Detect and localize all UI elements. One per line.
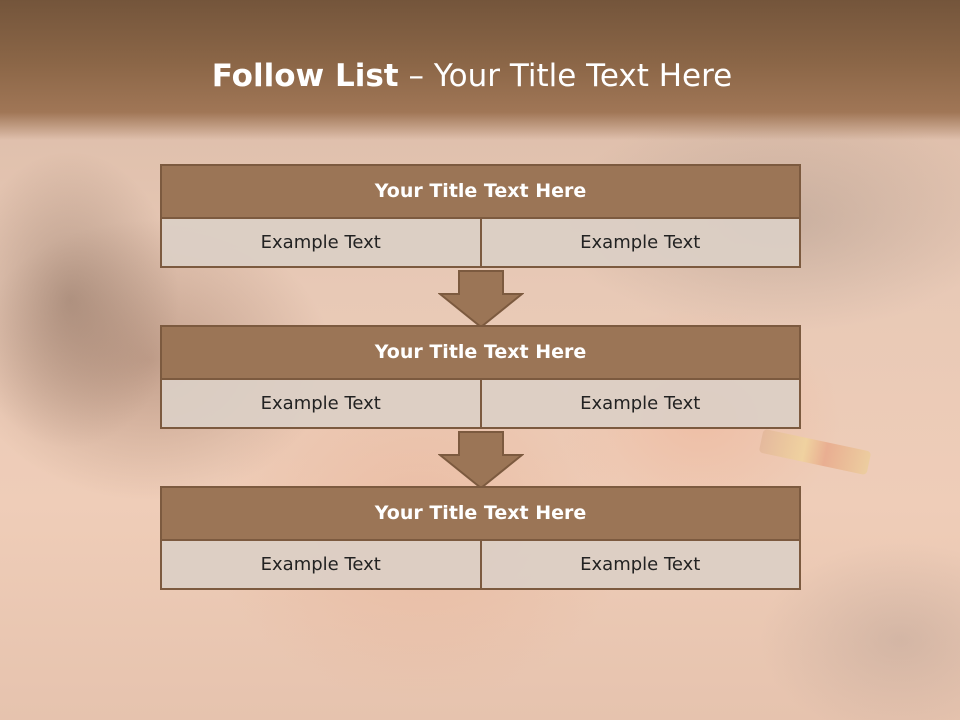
background-photo-toothbrush xyxy=(758,428,872,476)
slide-title: Follow List – Your Title Text Here xyxy=(0,52,944,100)
slide-title-rest: Your Title Text Here xyxy=(433,58,733,94)
flow-step-left-cell: Example Text xyxy=(260,232,381,253)
flow-step-right-cell: Example Text xyxy=(479,219,800,266)
flow-step-cells: Example Text Example Text xyxy=(160,219,801,268)
flow-step-left-cell: Example Text xyxy=(260,393,381,414)
slide-title-bold: Follow List xyxy=(211,58,399,94)
flow-step-2: Your Title Text Here Example Text Exampl… xyxy=(160,325,801,429)
slide-title-separator: – xyxy=(398,58,434,94)
flow-step-title: Your Title Text Here xyxy=(160,325,801,380)
down-arrow-icon xyxy=(438,270,524,328)
title-band xyxy=(0,0,960,140)
flow-step-cells: Example Text Example Text xyxy=(160,541,801,590)
flow-step-left-cell: Example Text xyxy=(260,554,381,575)
flow-step-title: Your Title Text Here xyxy=(160,486,801,541)
flow-step-right-cell: Example Text xyxy=(479,541,800,588)
flow-step-3: Your Title Text Here Example Text Exampl… xyxy=(160,486,801,590)
flow-step-cells: Example Text Example Text xyxy=(160,380,801,429)
flow-step-right-cell: Example Text xyxy=(479,380,800,427)
background-photo-hair xyxy=(0,150,180,450)
flow-step-title: Your Title Text Here xyxy=(160,164,801,219)
flow-step-1: Your Title Text Here Example Text Exampl… xyxy=(160,164,801,268)
down-arrow-icon xyxy=(438,431,524,489)
